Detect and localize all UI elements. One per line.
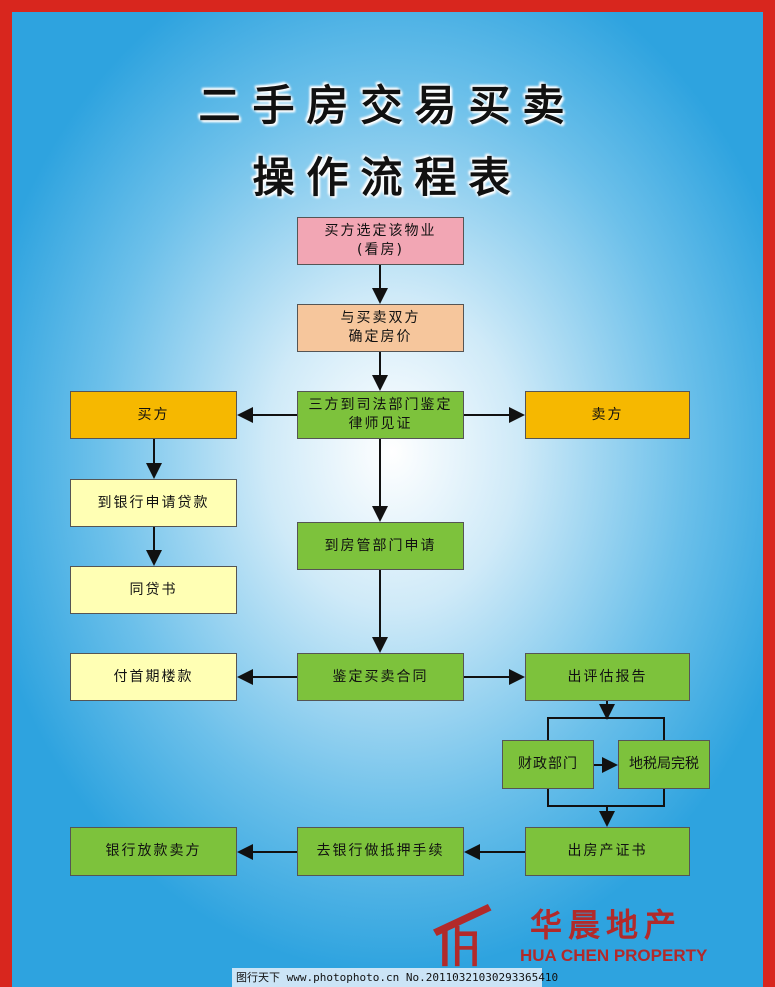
step-select-property: 买方选定该物业 (看房) bbox=[297, 217, 464, 265]
step-finance: 财政部门 bbox=[502, 740, 594, 789]
step-contract: 鉴定买卖合同 bbox=[297, 653, 464, 701]
watermark: 图行天下 www.photophoto.cn No.20110321030293… bbox=[232, 968, 558, 987]
step-loan-approval: 同贷书 bbox=[70, 566, 237, 614]
step-certificate: 出房产证书 bbox=[525, 827, 690, 876]
step-mortgage: 去银行做抵押手续 bbox=[297, 827, 464, 876]
step-loan-apply: 到银行申请贷款 bbox=[70, 479, 237, 527]
logo-house-icon bbox=[433, 904, 492, 967]
step-tax: 地税局完税 bbox=[618, 740, 710, 789]
step-agree-price: 与买卖双方 确定房价 bbox=[297, 304, 464, 352]
merge-connector bbox=[547, 789, 665, 807]
step-buyer: 买方 bbox=[70, 391, 237, 439]
title-line-1: 二手房交易买卖 bbox=[198, 81, 577, 130]
split-connector bbox=[547, 717, 665, 740]
step-down-payment: 付首期楼款 bbox=[70, 653, 237, 701]
logo-chinese: 华晨地产 bbox=[530, 906, 683, 944]
step-housing-dept: 到房管部门申请 bbox=[297, 522, 464, 570]
logo-english: HUA CHEN PROPERTY bbox=[520, 946, 708, 965]
title-line-2: 操作流程表 bbox=[252, 153, 523, 202]
step-judicial-verification: 三方到司法部门鉴定 律师见证 bbox=[297, 391, 464, 439]
step-loan-release: 银行放款卖方 bbox=[70, 827, 237, 876]
step-appraisal: 出评估报告 bbox=[525, 653, 690, 701]
step-seller: 卖方 bbox=[525, 391, 690, 439]
